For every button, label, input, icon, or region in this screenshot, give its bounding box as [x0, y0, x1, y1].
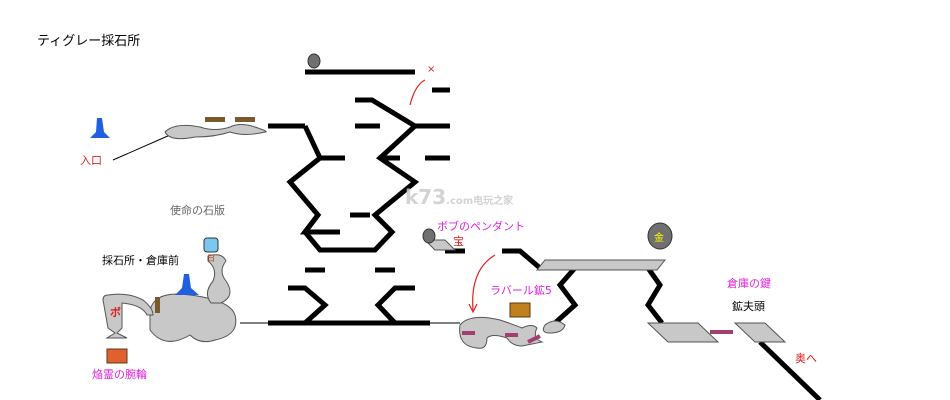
watermark-cn: 电玩之家: [473, 196, 514, 207]
right-zigzag: [301, 97, 420, 253]
paths: [268, 69, 822, 400]
x-mark: ×: [427, 64, 436, 75]
watermark-main: k73: [405, 185, 447, 209]
chest-icon-bracelet: [106, 348, 128, 364]
map-title: ティグレー採石所: [37, 34, 141, 49]
bottom-branch-left: [288, 285, 329, 325]
pot-icon-gold: [647, 222, 673, 250]
label-warehouse-key: 倉庫の鍵: [727, 277, 771, 290]
label-foreman: 鉱夫頭: [732, 300, 765, 313]
label-labar-ore: ラバール鉱5: [490, 284, 552, 297]
pot-icon-top: [307, 53, 321, 69]
label-tablet: 使命の石版: [170, 204, 225, 217]
arrow-down-icon: [472, 254, 496, 311]
long-platform: [535, 259, 667, 271]
crystal-icon-quarry: [175, 274, 199, 295]
pot-icons: [307, 53, 673, 250]
watermark-sub: .com: [446, 196, 474, 207]
arrow-up-icon: [409, 79, 426, 106]
label-entrance: 入口: [80, 154, 102, 167]
crystal-icons: [90, 118, 199, 295]
left-zigzag: [286, 124, 340, 235]
crystal-icon-entrance: [90, 118, 110, 138]
floors: [102, 124, 787, 349]
label-bob-pendant: ボブのペンダント: [437, 220, 525, 233]
chest-icons: [106, 302, 531, 364]
pot-icon-pendant: [422, 228, 436, 244]
arrows: [409, 79, 496, 314]
gold-mark: 金: [654, 233, 664, 244]
path-further: [758, 340, 822, 400]
label-flame-bracelet: 焔霊の腕輪: [92, 368, 147, 381]
watermark: k73.com电玩之家: [405, 185, 513, 209]
label-treasure: 宝: [453, 235, 464, 248]
door-mark: 日: [207, 254, 215, 263]
chest-icon-ore: [509, 302, 531, 318]
label-further: 奥へ: [795, 352, 817, 365]
label-bo: ボ: [110, 306, 121, 319]
gate-icons: [155, 117, 255, 313]
door-icon: [203, 237, 219, 253]
bridges: [462, 330, 733, 344]
label-quarry-warehouse: 採石所・倉庫前: [102, 254, 179, 267]
